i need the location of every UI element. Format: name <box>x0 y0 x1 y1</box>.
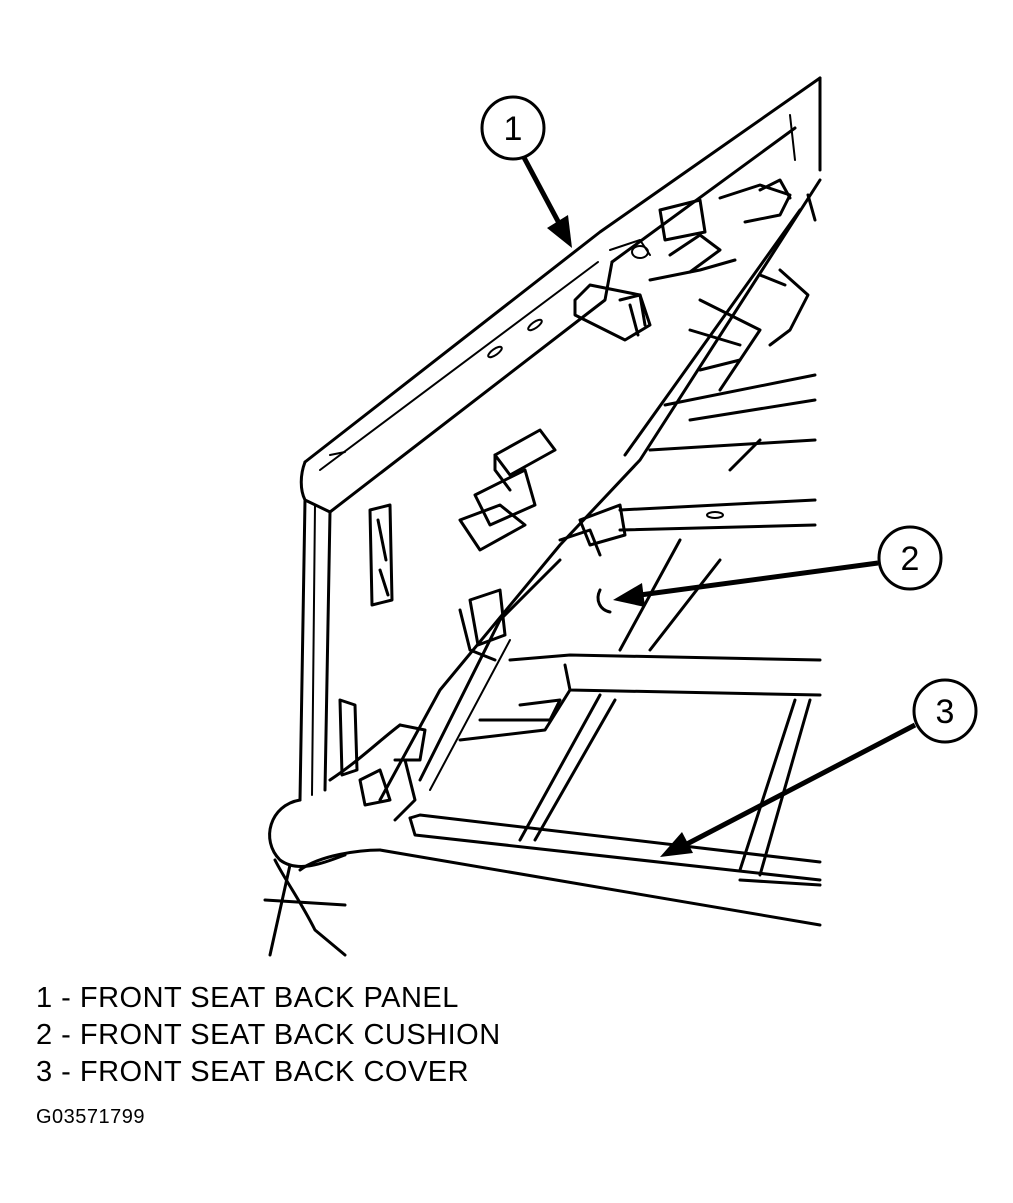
callout-3-arrowhead <box>660 832 693 857</box>
callout-2: 2 <box>613 525 943 607</box>
middle-clip-hardware <box>338 428 557 777</box>
callout-3-leader <box>683 722 917 848</box>
callout-2-number: 2 <box>901 540 920 578</box>
legend-item-1: 1 - FRONT SEAT BACK PANEL <box>36 982 459 1014</box>
callout-1-leader <box>517 148 563 227</box>
seat-back-panel-drawing <box>263 76 822 957</box>
upper-clip-hardware <box>573 178 792 342</box>
figure-code: G03571799 <box>36 1106 146 1128</box>
callout-2-arrowhead <box>613 583 645 607</box>
callout-3: 3 <box>660 678 978 857</box>
cushion-drawing <box>596 298 817 652</box>
callout-3-circle <box>912 678 978 744</box>
callout-1: 1 <box>480 95 572 248</box>
callout-2-leader <box>639 560 879 598</box>
seat-back-illustration: 1 2 3 <box>263 76 978 957</box>
callout-1-circle <box>480 95 546 161</box>
callout-1-arrowhead <box>547 215 572 248</box>
legend-item-2: 2 - FRONT SEAT BACK CUSHION <box>36 1019 501 1051</box>
callout-2-circle <box>877 525 943 591</box>
callout-1-number: 1 <box>504 110 523 148</box>
legend: 1 - FRONT SEAT BACK PANEL 2 - FRONT SEAT… <box>36 980 936 1091</box>
callout-3-number: 3 <box>936 693 955 731</box>
legend-item-3: 3 - FRONT SEAT BACK COVER <box>36 1056 470 1088</box>
seat-back-frame <box>358 178 822 822</box>
seat-back-cover-drawing <box>378 653 822 927</box>
